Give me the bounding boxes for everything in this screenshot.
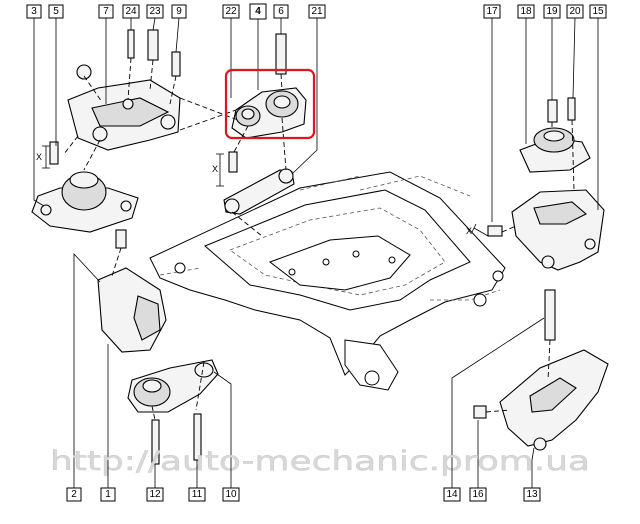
highlight-frame xyxy=(224,68,316,140)
callout-4-highlighted[interactable]: 4 xyxy=(249,3,267,20)
svg-text:13: 13 xyxy=(526,489,538,500)
svg-text:1: 1 xyxy=(105,489,111,500)
bottom-leader-stubs xyxy=(73,460,533,488)
dimension-label-center: X xyxy=(212,164,218,174)
dimension-label-right: X xyxy=(466,226,472,236)
callout-19[interactable]: 19 xyxy=(543,4,561,19)
svg-text:22: 22 xyxy=(225,6,237,17)
svg-text:17: 17 xyxy=(486,6,498,17)
svg-text:10: 10 xyxy=(225,489,237,500)
callout-12[interactable]: 12 xyxy=(146,487,164,502)
svg-text:3: 3 xyxy=(31,6,37,17)
callout-3[interactable]: 3 xyxy=(26,4,42,19)
svg-text:18: 18 xyxy=(520,6,532,17)
subframe xyxy=(149,171,506,391)
callout-23[interactable]: 23 xyxy=(146,4,164,19)
svg-text:14: 14 xyxy=(446,489,458,500)
left-engine-mount xyxy=(31,141,139,233)
callout-22[interactable]: 22 xyxy=(222,4,240,19)
callout-18[interactable]: 18 xyxy=(517,4,535,19)
callout-7[interactable]: 7 xyxy=(98,4,114,19)
callout-5[interactable]: 5 xyxy=(48,4,64,19)
svg-text:24: 24 xyxy=(125,6,137,17)
svg-text:2: 2 xyxy=(71,489,77,500)
svg-text:11: 11 xyxy=(192,489,203,500)
callout-6[interactable]: 6 xyxy=(273,4,289,19)
leader-lines xyxy=(33,17,599,462)
callout-2[interactable]: 2 xyxy=(66,487,82,502)
callout-14[interactable]: 14 xyxy=(443,487,461,502)
svg-text:19: 19 xyxy=(546,6,558,17)
callout-24[interactable]: 24 xyxy=(122,4,140,19)
callout-20[interactable]: 20 xyxy=(566,4,584,19)
right-engine-mount xyxy=(487,97,605,271)
svg-text:21: 21 xyxy=(311,6,323,17)
dimension-label-left: X xyxy=(36,152,42,162)
lower-left-mount xyxy=(97,229,219,465)
svg-text:15: 15 xyxy=(592,6,604,17)
callout-17[interactable]: 17 xyxy=(483,4,501,19)
callout-21[interactable]: 21 xyxy=(308,4,326,19)
torque-link-upper xyxy=(228,33,307,173)
svg-text:12: 12 xyxy=(149,489,161,500)
svg-text:5: 5 xyxy=(53,6,59,17)
watermark-text: http://auto-mechanic.prom.ua xyxy=(50,446,590,477)
callout-11[interactable]: 11 xyxy=(188,487,206,502)
svg-text:6: 6 xyxy=(278,6,284,17)
upper-left-bracket xyxy=(67,29,181,151)
svg-text:20: 20 xyxy=(569,6,581,17)
svg-text:7: 7 xyxy=(103,6,109,17)
dimension-marks: X X X xyxy=(36,145,489,237)
svg-text:23: 23 xyxy=(149,6,161,17)
svg-text:9: 9 xyxy=(176,6,182,17)
callout-15[interactable]: 15 xyxy=(589,4,607,19)
callout-9[interactable]: 9 xyxy=(171,4,187,19)
callout-16[interactable]: 16 xyxy=(469,487,487,502)
lower-right-bracket xyxy=(473,289,609,451)
callout-1[interactable]: 1 xyxy=(100,487,116,502)
callout-13[interactable]: 13 xyxy=(523,487,541,502)
callout-10[interactable]: 10 xyxy=(222,487,240,502)
svg-text:16: 16 xyxy=(472,489,484,500)
svg-text:4: 4 xyxy=(255,6,261,17)
